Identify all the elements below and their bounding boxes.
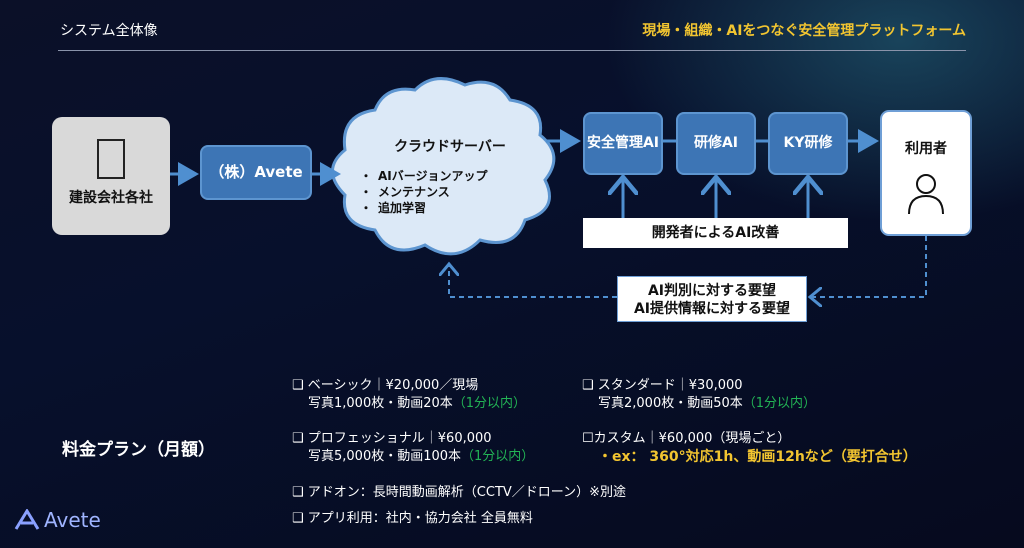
user-node: 利用者 [880,110,972,236]
plan-title: ❑ ベーシック｜¥20,000／現場 [292,378,479,393]
plan-detail: 写真2,000枚・動画50本 [598,396,743,411]
building-icon [97,139,125,179]
cloud-item: メンテナンス [360,184,540,200]
plan-custom: ☐カスタム｜¥60,000（現場ごと） ・ex： 360°対応1h、動画12hな… [582,430,917,466]
plan-title: ❑ プロフェッショナル｜¥60,000 [292,431,492,446]
plan-basic: ❑ ベーシック｜¥20,000／現場 写真1,000枚・動画20本（1分以内） [292,377,526,413]
addon-line: ❑ アドオン：長時間動画解析（CCTV／ドローン）※別途 [292,485,627,500]
feedback-line: AI判別に対する要望 [647,283,777,299]
training-ai-node: 研修AI [676,112,756,175]
slide-title: システム全体像 [60,23,158,39]
pricing-label: 料金プラン（月額） [62,440,215,460]
logo-text: Avete [44,508,101,532]
app-line: ❑ アプリ利用：社内・協力会社 全員無料 [292,511,533,526]
plan-title: ☐カスタム｜¥60,000（現場ごと） [582,431,791,446]
logo-mark-icon [14,509,40,530]
cloud-server-node: クラウドサーバー AIバージョンアップ メンテナンス 追加学習 [360,136,540,216]
feedback-box: AI判別に対する要望 AI提供情報に対する要望 [617,276,807,322]
user-label: 利用者 [905,141,947,157]
header-divider [58,50,966,51]
safety-ai-node: 安全管理AI [583,112,663,175]
cloud-item: 追加学習 [360,200,540,216]
slide-tagline: 現場・組織・AIをつなぐ安全管理プラットフォーム [642,23,966,39]
person-icon [908,174,944,215]
cloud-title: クラウドサーバー [394,139,506,155]
plan-note: （1分以内） [461,449,535,464]
construction-companies-node: 建設会社各社 [52,117,170,235]
plan-professional: ❑ プロフェッショナル｜¥60,000 写真5,000枚・動画100本（1分以内… [292,430,534,466]
avete-node: （株）Avete [200,145,312,200]
plan-note: （1分以内） [452,396,527,411]
avete-logo: Avete [14,508,101,532]
cloud-item: AIバージョンアップ [360,168,540,184]
plan-note: （1分以内） [742,396,817,411]
feedback-line: AI提供情報に対する要望 [633,301,791,317]
companies-label: 建設会社各社 [69,190,153,206]
plan-standard: ❑ スタンダード｜¥30,000 写真2,000枚・動画50本（1分以内） [582,377,816,413]
developer-improvement-box: 開発者によるAI改善 [583,218,848,248]
plan-detail: 写真5,000枚・動画100本 [308,449,462,464]
plan-detail: ・ex： 360°対応1h、動画12hなど（要打合せ） [598,449,917,465]
plan-title: ❑ スタンダード｜¥30,000 [582,378,743,393]
plan-detail: 写真1,000枚・動画20本 [308,396,453,411]
ky-training-node: KY研修 [768,112,848,175]
